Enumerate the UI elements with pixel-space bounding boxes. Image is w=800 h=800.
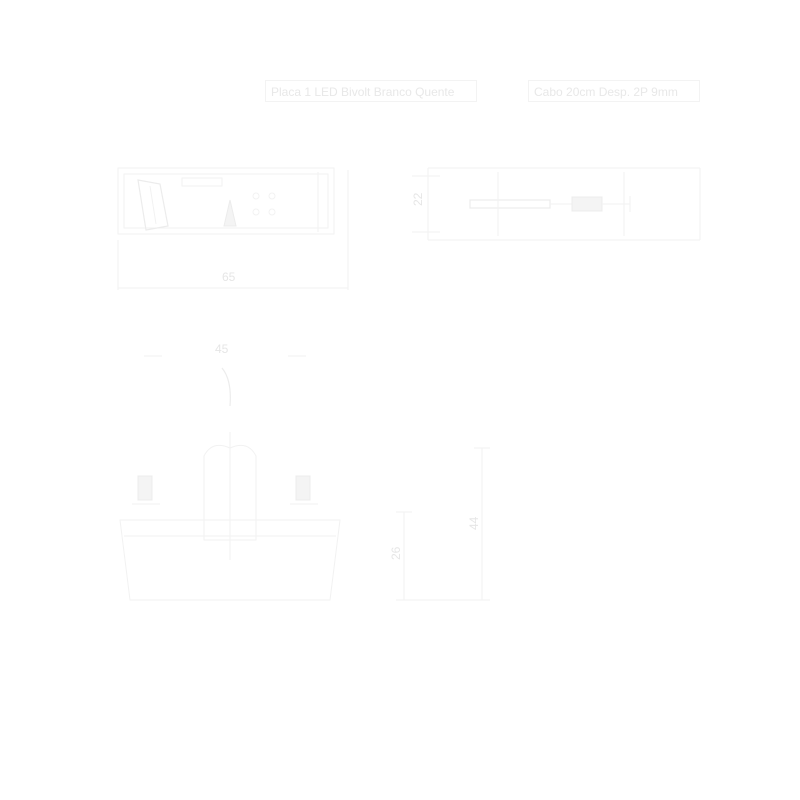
led-plate-drawing: [117, 167, 349, 290]
lamp-outer-height-dimension: 44: [467, 516, 481, 530]
cable-height-dimension: 22: [411, 192, 425, 206]
cable-label: Cabo 20cm Desp. 2P 9mm: [528, 80, 700, 102]
lamp-body-drawing: [119, 432, 490, 601]
angle-indicator: [144, 355, 306, 407]
plate-label: Placa 1 LED Bivolt Branco Quente: [265, 80, 477, 102]
angle-dimension: 45: [215, 342, 229, 356]
lamp-inner-height-dimension: 26: [389, 546, 403, 560]
cable-drawing: [412, 167, 701, 241]
plate-width-dimension: 65: [222, 270, 236, 284]
